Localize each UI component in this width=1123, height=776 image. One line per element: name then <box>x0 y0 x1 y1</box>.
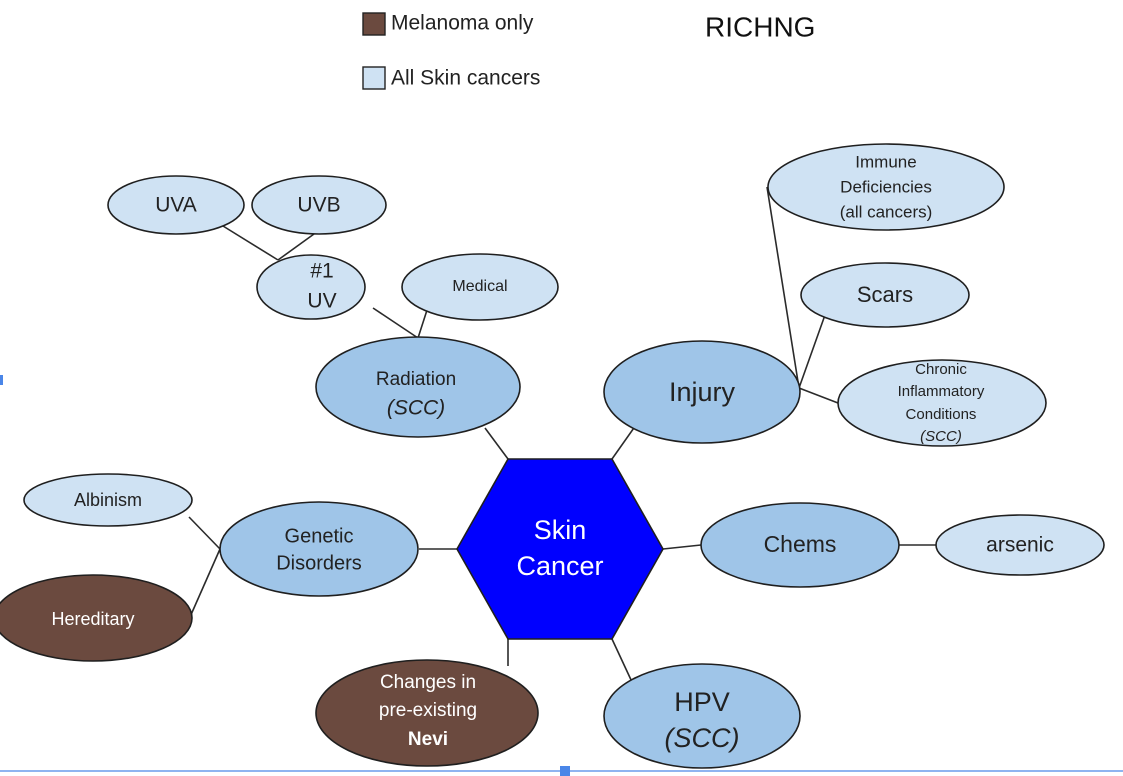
legend: Melanoma only All Skin cancers <box>362 12 540 90</box>
node-hpv: HPV (SCC) <box>603 663 801 769</box>
albinism-label: Albinism <box>74 490 142 510</box>
edge-injury-immune <box>766 186 800 389</box>
edge-center-hpv <box>611 638 633 683</box>
node-uvb: UVB <box>251 175 387 235</box>
chronic-label-line4: (SCC) <box>920 428 962 445</box>
immune-ellipse <box>767 143 1005 231</box>
node-scars: Scars <box>800 262 970 328</box>
uva-label: UVA <box>155 194 197 217</box>
node-chronic: Chronic Inflammatory Conditions (SCC) <box>837 359 1047 447</box>
uv-label-line1: #1 <box>310 260 333 283</box>
edge-center-injury <box>611 424 637 460</box>
hpv-ellipse <box>603 663 801 769</box>
radiation-ellipse <box>315 336 521 438</box>
injury-ellipse <box>603 340 801 444</box>
node-chems: Chems <box>700 502 900 588</box>
uv-ellipse <box>256 254 366 320</box>
edge-radiation-uv <box>372 307 419 339</box>
immune-label-line3: (all cancers) <box>840 202 933 221</box>
chems-label: Chems <box>764 531 837 557</box>
hereditary-ellipse <box>0 574 193 662</box>
hpv-label-line1: HPV <box>674 687 730 717</box>
chronic-ellipse <box>837 359 1047 447</box>
center-node: Skin Cancer <box>456 458 664 640</box>
node-medical: Medical <box>401 253 559 321</box>
hereditary-label: Hereditary <box>51 609 134 629</box>
bottom-guide-handle[interactable] <box>560 766 570 776</box>
scars-ellipse <box>800 262 970 328</box>
center-label-line2: Cancer <box>516 551 603 581</box>
node-albinism: Albinism <box>23 473 193 527</box>
edge-radiation-medical <box>417 306 429 339</box>
edge-genetic-albinism <box>188 516 221 550</box>
legend-swatch-all <box>362 66 386 90</box>
node-uva: UVA <box>107 175 245 235</box>
node-nevi: Changes in pre-existing Nevi <box>315 659 539 767</box>
genetic-ellipse <box>219 501 419 597</box>
genetic-label-line1: Genetic <box>285 525 354 547</box>
left-guide-marker <box>0 375 3 385</box>
radiation-label: Radiation <box>376 369 456 390</box>
edge-center-radiation <box>484 427 509 460</box>
immune-label-line1: Immune <box>855 152 916 171</box>
chronic-label-line1: Chronic <box>915 361 967 378</box>
chems-ellipse <box>700 502 900 588</box>
arsenic-label: arsenic <box>986 534 1054 557</box>
diagram-title: RICHNG <box>705 11 815 42</box>
radiation-sublabel: (SCC) <box>387 397 445 420</box>
edge-genetic-hereditary <box>189 548 221 618</box>
uvb-ellipse <box>251 175 387 235</box>
hpv-label-line2: (SCC) <box>665 723 740 753</box>
nevi-label-line3: Nevi <box>408 729 448 750</box>
legend-swatch-melanoma <box>362 12 386 36</box>
nevi-label-line1: Changes in <box>380 672 476 693</box>
legend-label-melanoma: Melanoma only <box>391 12 534 35</box>
edge-center-chems <box>662 544 702 550</box>
scars-label: Scars <box>857 282 913 307</box>
edge-injury-scars <box>798 314 826 389</box>
chronic-label-line3: Conditions <box>906 406 977 423</box>
node-uv: #1 UV <box>256 254 366 320</box>
arsenic-ellipse <box>935 514 1105 576</box>
node-radiation: Radiation (SCC) <box>315 336 521 438</box>
node-hereditary: Hereditary <box>0 574 193 662</box>
genetic-label-line2: Disorders <box>276 552 362 574</box>
connectors <box>188 186 937 683</box>
edge-uv-uvb <box>277 233 315 261</box>
edge-uv-uva <box>222 225 279 261</box>
chronic-label-line2: Inflammatory <box>898 383 985 400</box>
injury-label: Injury <box>669 377 736 407</box>
center-label-line1: Skin <box>534 515 587 545</box>
medical-ellipse <box>401 253 559 321</box>
albinism-ellipse <box>23 473 193 527</box>
uvb-label: UVB <box>297 194 340 217</box>
uv-label-line2: UV <box>307 290 336 313</box>
medical-label: Medical <box>452 278 507 295</box>
edge-injury-chronic <box>798 387 839 404</box>
nevi-ellipse <box>315 659 539 767</box>
node-genetic: Genetic Disorders <box>219 501 419 597</box>
node-arsenic: arsenic <box>935 514 1105 576</box>
legend-label-all: All Skin cancers <box>391 67 540 90</box>
node-immune: Immune Deficiencies (all cancers) <box>767 143 1005 231</box>
nevi-label-line2: pre-existing <box>379 700 477 721</box>
immune-label-line2: Deficiencies <box>840 177 932 196</box>
center-hexagon <box>456 458 664 640</box>
node-injury: Injury <box>603 340 801 444</box>
uva-ellipse <box>107 175 245 235</box>
